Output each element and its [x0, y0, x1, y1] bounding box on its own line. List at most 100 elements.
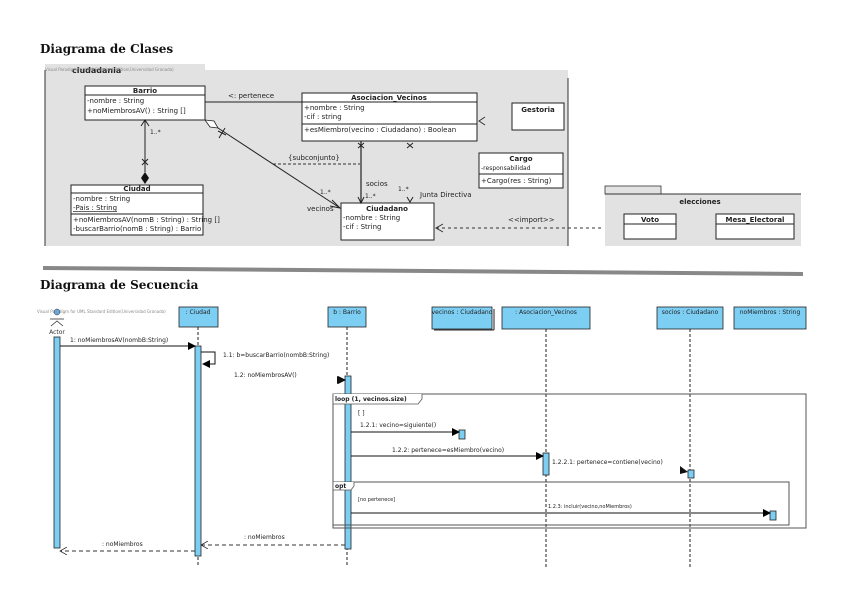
association-pertenece[interactable]: <: pertenece: [205, 92, 302, 103]
message-label: 1.2.2.1: pertenece=contiene(vecino): [552, 459, 663, 466]
message-1-1[interactable]: 1.1: b=buscarBarrio(nombB:String): [201, 351, 329, 368]
activation-bar: [458, 429, 466, 440]
class-attribute: -nombre : String: [87, 97, 144, 105]
message-label: 1.2.3: incluir(vecino,noMiembros): [548, 504, 632, 510]
lifeline-label: b : Barrio: [333, 309, 361, 316]
actor-activation: [53, 336, 61, 549]
role-label: Junta Directiva: [419, 191, 472, 199]
activation-bar: [344, 375, 352, 550]
class-name: Ciudad: [123, 185, 150, 193]
class-name: Asociacion_Vecinos: [351, 94, 427, 102]
message-label: : noMiembros: [244, 534, 285, 541]
aggregation-barrio-vecinos[interactable]: 1..* vecinos: [204, 119, 342, 213]
activation-bar: [769, 510, 777, 521]
class-operation: +Cargo(res : String): [481, 177, 552, 185]
multiplicity: 1..*: [320, 189, 331, 196]
message-label: : noMiembros: [102, 541, 143, 548]
sequence-watermark: Visual Paradigm for UML Standard Edition…: [37, 309, 166, 314]
sequence-diagram-title: Diagrama de Secuencia: [40, 278, 199, 292]
class-operation: -buscarBarrio(nomB : String) : Barrio: [73, 225, 201, 233]
role-label: socios: [366, 180, 388, 188]
constraint-subconjunto[interactable]: {subconjunto}: [273, 154, 360, 165]
lifeline-vecinos[interactable]: vecinos : Ciudadano: [431, 306, 495, 440]
activation-bar: [194, 345, 202, 557]
class-mesa-electoral[interactable]: Mesa_Electoral: [715, 213, 795, 240]
lifeline-label: noMiembros : String: [740, 309, 801, 316]
class-name: Voto: [641, 216, 659, 224]
message-1-2-1[interactable]: 1.2.1: vecino=siguiente(): [351, 422, 460, 436]
composition-barrio-ciudad[interactable]: 1..*: [140, 119, 161, 184]
message-1-2-2[interactable]: 1.2.2: pertenece=esMiembro(vecino): [351, 447, 544, 460]
lifeline-label: vecinos : Ciudadano: [432, 309, 493, 316]
dependency-import[interactable]: <<import>>: [434, 216, 604, 233]
class-attribute: +nombre : String: [304, 104, 365, 112]
class-name: Mesa_Electoral: [726, 216, 785, 224]
fragment-label: opt: [335, 483, 346, 490]
message-1-2-3[interactable]: 1.2.3: incluir(vecino,noMiembros): [351, 504, 771, 517]
lifeline-label: : Ciudad: [186, 309, 211, 316]
lifeline-label: : Asociacion_Vecinos: [515, 309, 577, 316]
role-label: vecinos: [307, 205, 334, 213]
fragment-guard: [no pertenece]: [358, 497, 395, 503]
fragment-guard: [ ]: [358, 410, 365, 417]
actor[interactable]: Actor: [49, 308, 65, 549]
class-attribute: -cif : string: [304, 113, 342, 121]
class-name: Ciudadano: [366, 205, 408, 213]
package-elecciones-label: elecciones: [679, 198, 720, 206]
lifeline-nomiembros[interactable]: noMiembros : String: [733, 306, 807, 521]
class-attribute: -nombre : String: [343, 214, 400, 222]
class-name: Gestoria: [521, 106, 555, 114]
message-label: 1: noMiembrosAV(nombB:String): [70, 337, 168, 344]
message-label: 1.2: noMiembrosAV(): [234, 372, 297, 379]
package-ciudadania-label: ciudadania: [72, 66, 121, 75]
class-barrio[interactable]: Barrio -nombre : String +noMiembrosAV() …: [84, 85, 206, 121]
class-name: Cargo: [509, 155, 532, 163]
message-label: 1.2.1: vecino=siguiente(): [360, 422, 436, 429]
class-attribute: -nombre : String: [73, 195, 130, 203]
actor-label: Actor: [49, 329, 65, 336]
lifeline-barrio[interactable]: b : Barrio: [327, 306, 367, 567]
activation-bar: [687, 469, 695, 479]
class-diagram-title: Diagrama de Clases: [40, 42, 174, 56]
fragment-opt[interactable]: opt [no pertenece]: [332, 481, 790, 526]
class-attribute: -cif : String: [343, 223, 381, 231]
class-gestoria[interactable]: Gestoria: [511, 102, 565, 131]
fragment-label: loop (1, vecinos.size): [335, 396, 407, 403]
return-message-1-2[interactable]: : noMiembros: [201, 534, 345, 545]
class-attribute-static: -Pais : String: [73, 204, 117, 212]
association-socios[interactable]: socios 1..*: [357, 141, 388, 205]
lifeline-ciudad[interactable]: : Ciudad: [178, 306, 219, 567]
lifeline-asociacion[interactable]: : Asociacion_Vecinos: [501, 306, 591, 567]
class-ciudadano[interactable]: Ciudadano -nombre : String -cif : String: [340, 202, 435, 241]
class-attribute: -responsabilidad: [481, 165, 531, 172]
message-1-2-2-1[interactable]: 1.2.2.1: pertenece=contiene(vecino): [552, 459, 688, 474]
class-asociacion-vecinos[interactable]: Asociacion_Vecinos +nombre : String -cif…: [301, 92, 478, 142]
message-1-2[interactable]: 1.2: noMiembrosAV(): [201, 372, 346, 384]
lifeline-label: socios : Ciudadano: [662, 309, 719, 316]
class-ciudad[interactable]: Ciudad -nombre : String -Pais : String +…: [70, 184, 220, 236]
association-junta-directiva[interactable]: 1..* Junta Directiva: [398, 142, 472, 203]
message-label: 1.1: b=buscarBarrio(nombB:String): [223, 352, 329, 359]
class-name: Barrio: [133, 87, 157, 95]
message-1[interactable]: 1: noMiembrosAV(nombB:String): [60, 337, 196, 350]
dependency-label: <<import>>: [508, 216, 555, 224]
class-operation: +esMiembro(vecino : Ciudadano) : Boolean: [304, 126, 456, 134]
multiplicity: 1..*: [365, 193, 376, 200]
class-operation: +noMiembrosAV(nomB : String) : String []: [73, 216, 220, 224]
class-operation: +noMiembrosAV() : String []: [87, 107, 186, 115]
lifeline-socios[interactable]: socios : Ciudadano: [656, 306, 724, 567]
multiplicity: 1..*: [150, 129, 161, 136]
multiplicity: 1..*: [398, 186, 409, 193]
fragment-loop[interactable]: loop (1, vecinos.size) [ ]: [332, 393, 807, 529]
class-cargo[interactable]: Cargo -responsabilidad +Cargo(res : Stri…: [478, 152, 564, 189]
activation-bar: [542, 452, 550, 476]
return-message-1[interactable]: : noMiembros: [60, 541, 195, 551]
association-gestoria[interactable]: [478, 116, 486, 126]
association-label: <: pertenece: [228, 92, 274, 100]
constraint-label: {subconjunto}: [288, 154, 340, 162]
class-watermark: Visual Paradigm for UML Standard Edition…: [45, 67, 174, 72]
message-label: 1.2.2: pertenece=esMiembro(vecino): [392, 447, 504, 454]
class-voto[interactable]: Voto: [623, 213, 677, 240]
section-separator: [43, 266, 803, 276]
